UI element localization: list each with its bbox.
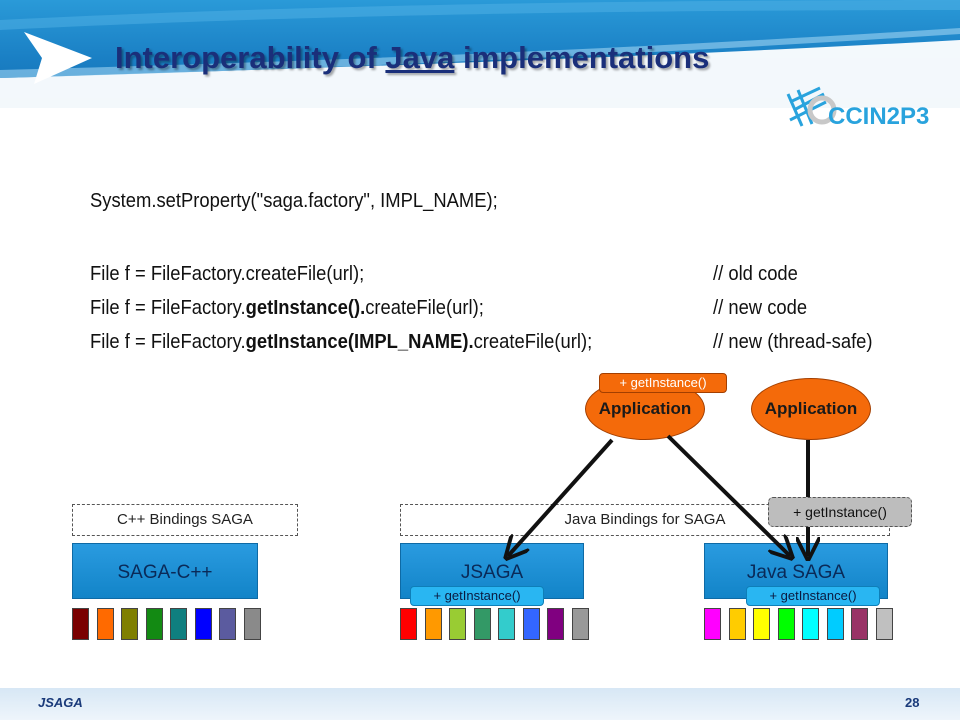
arrow-app-to-jsaga xyxy=(508,438,614,556)
arrow-app-to-javasaga xyxy=(666,434,790,556)
adaptor-swatch xyxy=(851,608,868,640)
adaptor-swatch xyxy=(121,608,138,640)
adaptor-swatch xyxy=(571,608,589,640)
svg-text:CCIN2P3: CCIN2P3 xyxy=(828,103,929,130)
adaptor-swatch xyxy=(145,608,163,640)
application-right-getinstance-badge: + getInstance() xyxy=(768,497,912,527)
adaptor-swatch xyxy=(875,608,893,640)
title-link-java: Java xyxy=(385,40,455,75)
adaptor-swatch xyxy=(424,608,442,640)
code-comment-old: // old code xyxy=(713,263,798,285)
javasaga-getinstance-badge: + getInstance() xyxy=(746,586,880,606)
code-line-new: File f = FileFactory.getInstance().creat… xyxy=(90,297,484,319)
adaptor-swatch xyxy=(72,608,89,640)
adaptor-swatch xyxy=(96,608,114,640)
code-line-thread-safe: File f = FileFactory.getInstance(IMPL_NA… xyxy=(90,331,593,353)
adaptor-swatch xyxy=(243,608,261,640)
code-line-set-property: System.setProperty("saga.factory", IMPL_… xyxy=(90,190,498,212)
adaptor-swatch xyxy=(449,608,466,640)
adaptor-swatch xyxy=(826,608,844,640)
adaptor-swatch xyxy=(522,608,540,640)
application-getinstance-badge: + getInstance() xyxy=(599,373,727,393)
header-wave-graphic xyxy=(0,0,960,108)
application-right-node: Application xyxy=(751,378,871,440)
play-arrow-icon xyxy=(24,32,92,84)
adaptor-swatch xyxy=(498,608,515,640)
adaptor-swatch xyxy=(753,608,770,640)
code-comment-new: // new code xyxy=(713,297,808,319)
adaptor-swatch xyxy=(777,608,795,640)
jsaga-getinstance-badge: + getInstance() xyxy=(410,586,544,606)
adaptor-swatch xyxy=(704,608,721,640)
saga-cpp-box: SAGA-C++ xyxy=(72,543,258,599)
footer-bar xyxy=(0,688,960,720)
adaptor-swatch xyxy=(194,608,212,640)
cpp-bindings-label: C++ Bindings SAGA xyxy=(72,504,298,536)
adaptor-swatch xyxy=(728,608,746,640)
adaptor-swatch xyxy=(400,608,417,640)
adaptor-swatch xyxy=(802,608,819,640)
ccin2p3-logo: CCIN2P3 xyxy=(786,86,929,130)
code-comment-thread-safe: // new (thread-safe) xyxy=(713,331,873,353)
adaptor-swatch xyxy=(219,608,236,640)
page-number: 28 xyxy=(905,695,920,710)
footer-label: JSAGA xyxy=(38,695,83,710)
adaptor-swatch xyxy=(547,608,564,640)
slide-title: Interoperability of Java implementations xyxy=(115,40,710,75)
adaptor-swatch xyxy=(473,608,491,640)
adaptor-swatch xyxy=(170,608,187,640)
code-line-old: File f = FileFactory.createFile(url); xyxy=(90,263,365,285)
slide-header xyxy=(0,0,960,108)
